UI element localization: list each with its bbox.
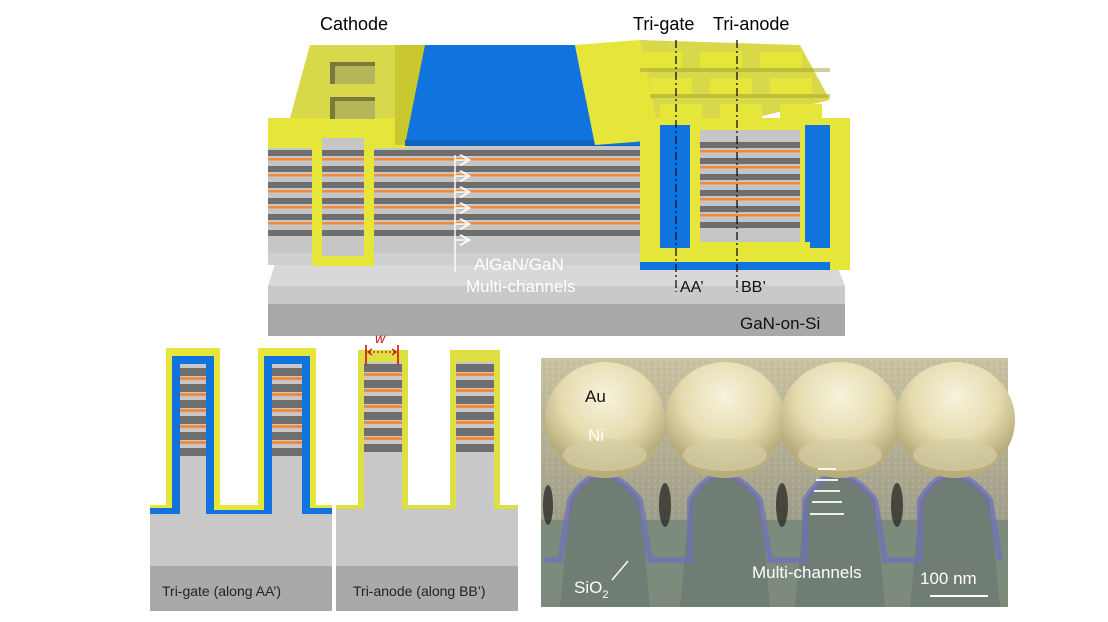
cathode-label: Cathode [320, 14, 388, 34]
cut-bb-label: BB’ [741, 279, 766, 296]
channels-label-line1: AlGaN/GaN [474, 255, 564, 274]
sem-channel-markers [810, 468, 844, 515]
substrate-label: GaN-on-Si [740, 314, 820, 333]
tri-anode-label: Tri-anode [713, 14, 789, 34]
channels-label-line2: Multi-channels [466, 277, 576, 296]
cathode-contact [268, 45, 425, 266]
tri-anode-caption: Tri-anode (along BB’) [353, 583, 486, 599]
sem-multichannels-label: Multi-channels [752, 563, 862, 582]
tri-gate-anode-contact [575, 40, 850, 270]
cut-aa-label: AA’ [680, 279, 704, 296]
sem-scale-label: 100 nm [920, 569, 977, 588]
sio2-pointer [611, 560, 629, 581]
sem-image: Au Ni SiO2 Multi-channels 100 nm [541, 358, 1015, 607]
width-symbol: w [375, 330, 386, 346]
current-arrows [454, 155, 468, 272]
cross-section-tri-gate: Tri-gate (along AA’) [150, 348, 332, 611]
sem-ni-label: Ni [588, 426, 604, 445]
cross-section-tri-anode: w Tri-anode (along BB’) [336, 330, 518, 611]
sem-sio2-label: SiO2 [574, 578, 608, 601]
top-3d-device: Cathode Tri-gate Tri-anode AlGaN/GaN Mul… [268, 14, 850, 336]
width-indicator: w [365, 330, 399, 365]
sem-metal-caps [545, 362, 1015, 478]
sem-au-label: Au [585, 387, 606, 406]
tri-gate-label: Tri-gate [633, 14, 694, 34]
sem-fins [560, 475, 1000, 607]
blue-passivation-top [405, 45, 595, 145]
tri-gate-caption: Tri-gate (along AA’) [162, 583, 281, 599]
